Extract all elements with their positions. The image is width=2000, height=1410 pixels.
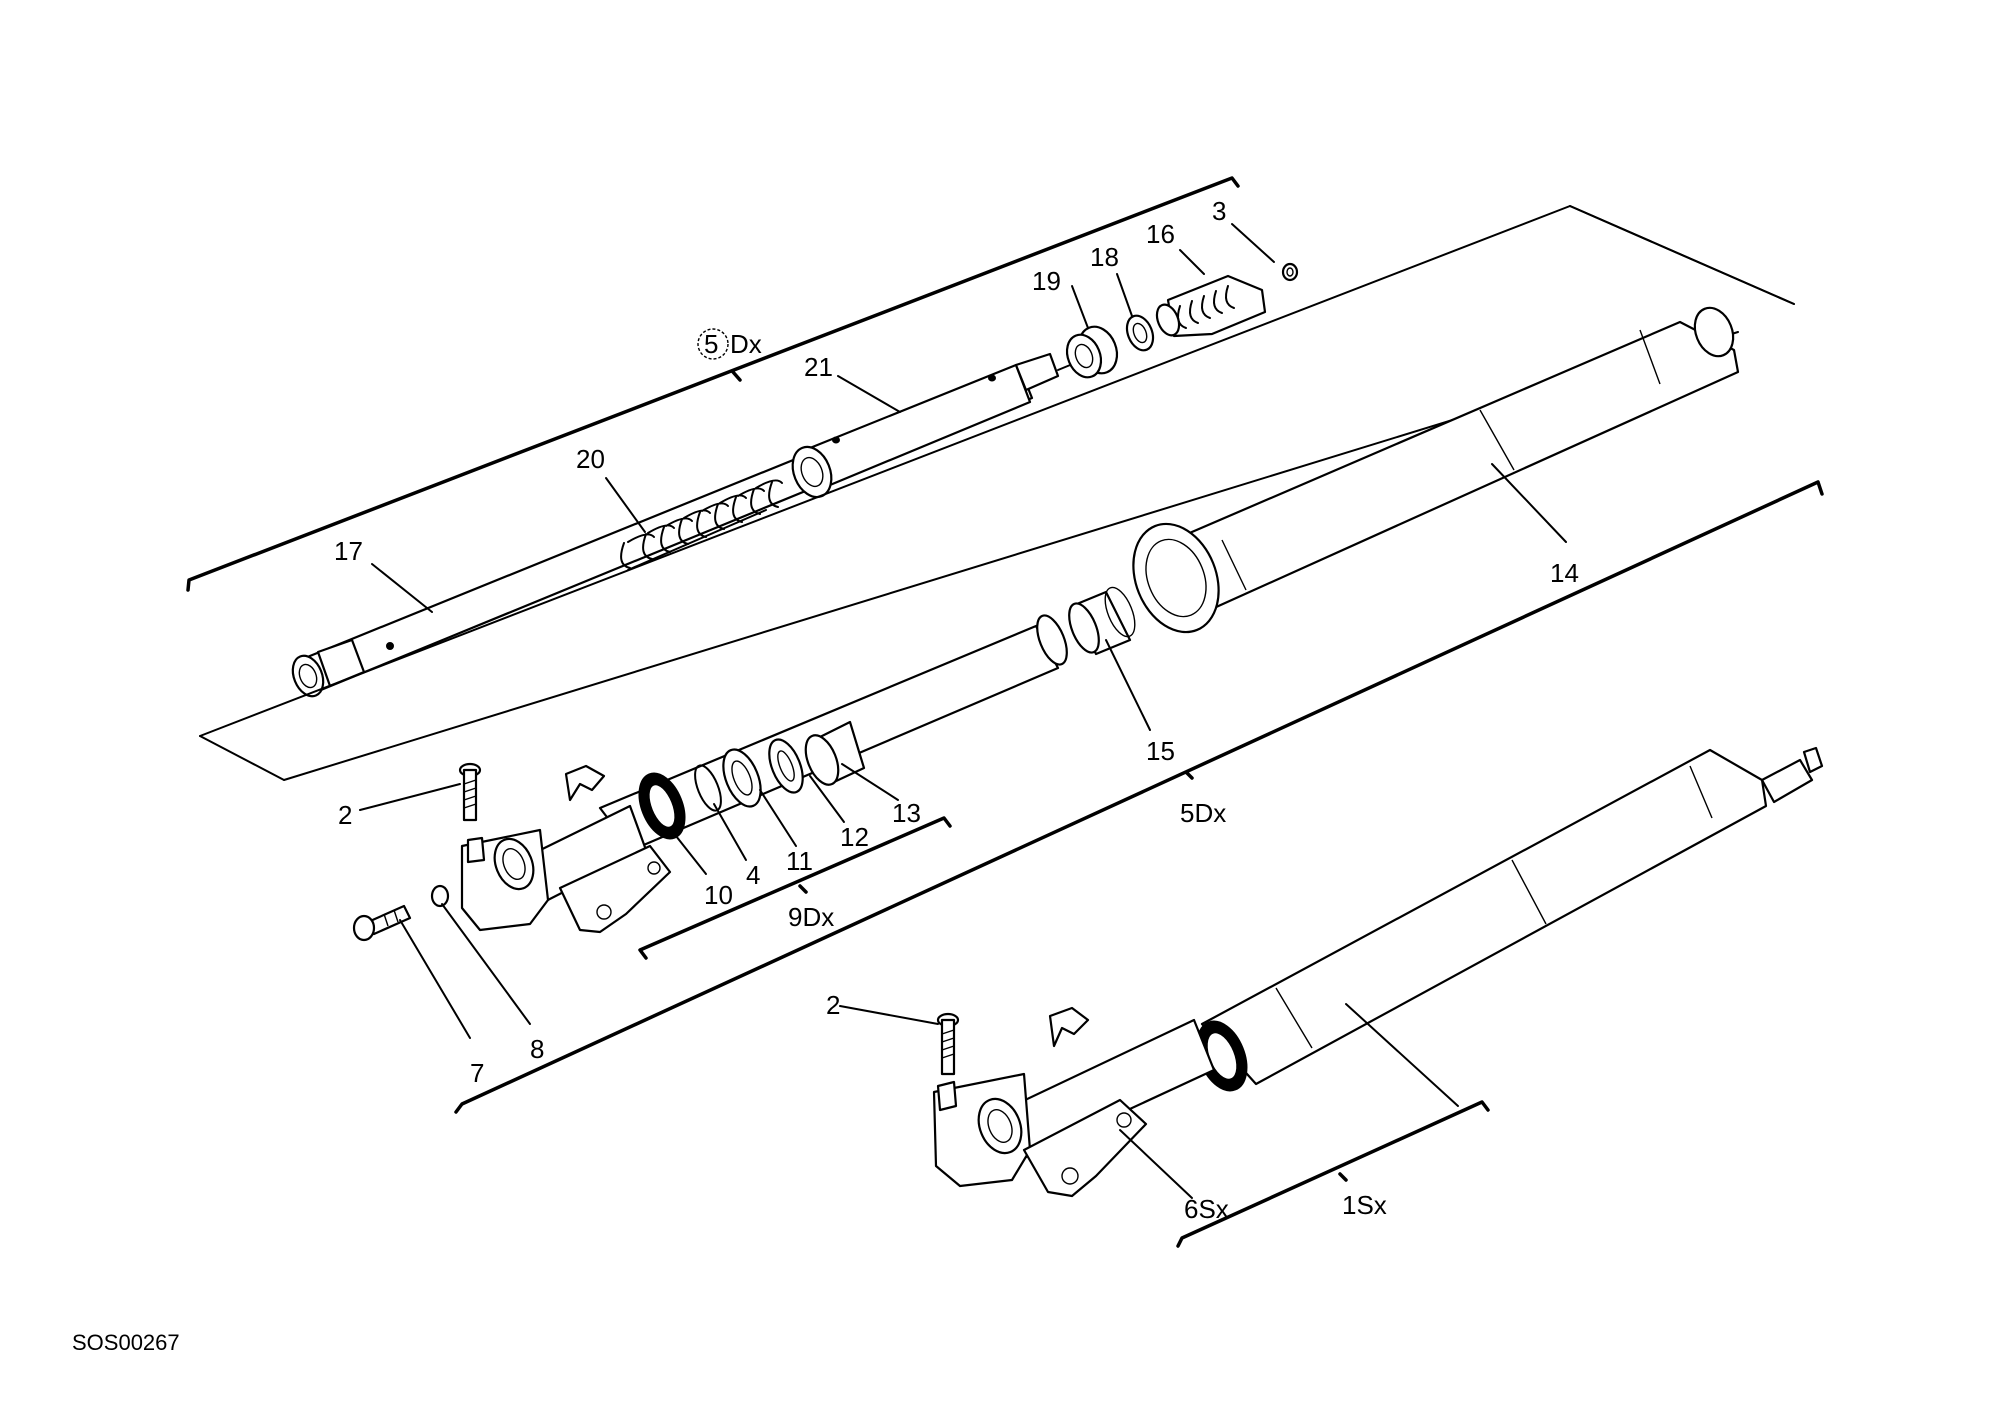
label-2-upper: 2 xyxy=(338,800,352,830)
damper-cartridge-assembly xyxy=(186,176,1299,698)
part-2-screw-upper xyxy=(458,762,482,822)
part-6sx-caliper-lug xyxy=(932,1006,1148,1198)
label-1sx: 1Sx xyxy=(1342,1190,1387,1220)
right-fork-leg-assembly xyxy=(199,205,1824,1114)
label-4: 4 xyxy=(746,860,760,890)
part-16-rebound-spring xyxy=(1155,274,1267,338)
label-7: 7 xyxy=(470,1058,484,1088)
part-1sx-fork-leg xyxy=(1200,748,1768,1086)
part-7-screw xyxy=(352,904,412,942)
part-20-spring xyxy=(620,479,783,571)
part-3-clip xyxy=(1281,262,1299,282)
label-21: 21 xyxy=(804,352,833,382)
label-8: 8 xyxy=(530,1034,544,1064)
label-15: 15 xyxy=(1146,736,1175,766)
label-11: 11 xyxy=(786,846,813,876)
part-14-outer-tube xyxy=(1132,306,1740,634)
label-17: 17 xyxy=(334,536,363,566)
label-5-circled: 5 xyxy=(704,329,718,359)
slider-axle-lug xyxy=(460,764,672,934)
label-10: 10 xyxy=(704,880,733,910)
left-fork-leg-assembly xyxy=(839,746,1824,1248)
bracket-5dx-upper xyxy=(186,176,1240,592)
label-5dx-circled: 5 Dx xyxy=(697,328,762,360)
label-13: 13 xyxy=(892,798,921,828)
drawing-code: SOS00267 xyxy=(72,1330,180,1355)
label-12: 12 xyxy=(840,822,869,852)
part-2-screw-lower xyxy=(936,1012,960,1076)
label-5dx: 5Dx xyxy=(1180,798,1226,828)
label-6sx: 6Sx xyxy=(1184,1194,1229,1224)
label-19: 19 xyxy=(1032,266,1061,296)
part-15-bush xyxy=(1068,586,1136,656)
label-18: 18 xyxy=(1090,242,1119,272)
part-12-washer xyxy=(768,738,804,794)
part-18-washer xyxy=(1125,314,1155,352)
label-2-lower: 2 xyxy=(826,990,840,1020)
bracket-1sx xyxy=(1176,1100,1490,1248)
bracket-9dx xyxy=(638,816,952,960)
part-8-washer xyxy=(430,884,450,908)
callout-labels: 3 16 18 19 5 Dx 21 20 17 14 15 5Dx 2 13 … xyxy=(334,196,1579,1224)
label-5-circled-suffix: Dx xyxy=(730,329,762,359)
bracket-5dx-lower xyxy=(454,480,1824,1114)
label-16: 16 xyxy=(1146,219,1175,249)
label-9dx: 9Dx xyxy=(788,902,834,932)
label-14: 14 xyxy=(1550,558,1579,588)
label-3: 3 xyxy=(1212,196,1226,226)
label-20: 20 xyxy=(576,444,605,474)
